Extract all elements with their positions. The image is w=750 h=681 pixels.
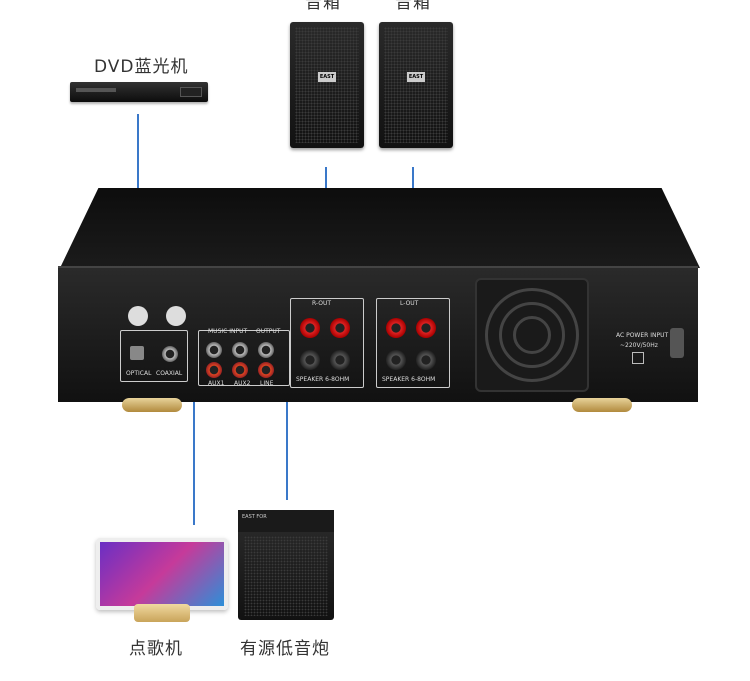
coaxial-label: COAXIAL [156,370,183,377]
coaxial-port [162,346,178,362]
r-out-post-red [330,318,350,338]
r-out-box [290,298,364,388]
subwoofer-wire [286,355,288,500]
logo-icon [128,306,148,326]
jukebox-screen [96,538,228,610]
cooling-fan [475,278,589,392]
dvd-player [70,82,208,102]
line-jack-white [258,342,274,358]
dvd-label: DVD蓝光机 [94,57,189,77]
aux2-jack-red [232,362,248,378]
r-out-post-red [300,318,320,338]
music-input-box [198,330,290,386]
speaker-badge: EAST [318,72,336,82]
l-out-post-black [416,350,436,370]
r-out-post-black [330,350,350,370]
power-cord-plug [670,328,684,358]
speaker-left-label: 音箱 [305,0,341,13]
speaker-right: EAST [379,22,453,148]
foot-left [122,398,182,412]
speaker-l-label: SPEAKER 6-8OHM [382,376,436,383]
aux2-label: AUX2 [234,380,251,387]
aux2-jack-white [232,342,248,358]
amplifier-rear-panel: OPTICAL COAXIAL MUSIC INPUT OUTPUT AUX1 … [58,266,698,402]
l-out-box [376,298,450,388]
amplifier-top [60,188,700,268]
r-out-label: R-OUT [312,300,332,307]
l-out-label: L-OUT [400,300,419,307]
subwoofer-label: 有源低音炮 [240,639,330,659]
digital-input-box [120,330,188,382]
jukebox-label: 点歌机 [129,639,183,659]
r-out-post-black [300,350,320,370]
l-out-post-black [386,350,406,370]
logo-icon [166,306,186,326]
speaker-r-label: SPEAKER 6-8OHM [296,376,350,383]
optical-port [130,346,144,360]
subwoofer-badge: EAST FOR [242,514,267,520]
aux1-jack-red [206,362,222,378]
aux1-jack-white [206,342,222,358]
ac-voltage-label: ~220V/50Hz [620,342,658,349]
ac-power-label: AC POWER INPUT [616,332,669,339]
output-label: OUTPUT [256,328,281,335]
speaker-badge: EAST [407,72,425,82]
speaker-left: EAST [290,22,364,148]
jukebox-stand [134,604,190,622]
line-label: LINE [260,380,274,387]
speaker-right-label: 音箱 [395,0,431,13]
l-out-post-red [416,318,436,338]
subwoofer: EAST FOR [238,510,334,620]
line-jack-red [258,362,274,378]
jukebox-wire [193,355,195,525]
foot-right [572,398,632,412]
aux1-label: AUX1 [208,380,225,387]
power-switch [632,352,644,364]
optical-label: OPTICAL [126,370,152,377]
music-input-label: MUSIC INPUT [208,328,248,335]
l-out-post-red [386,318,406,338]
